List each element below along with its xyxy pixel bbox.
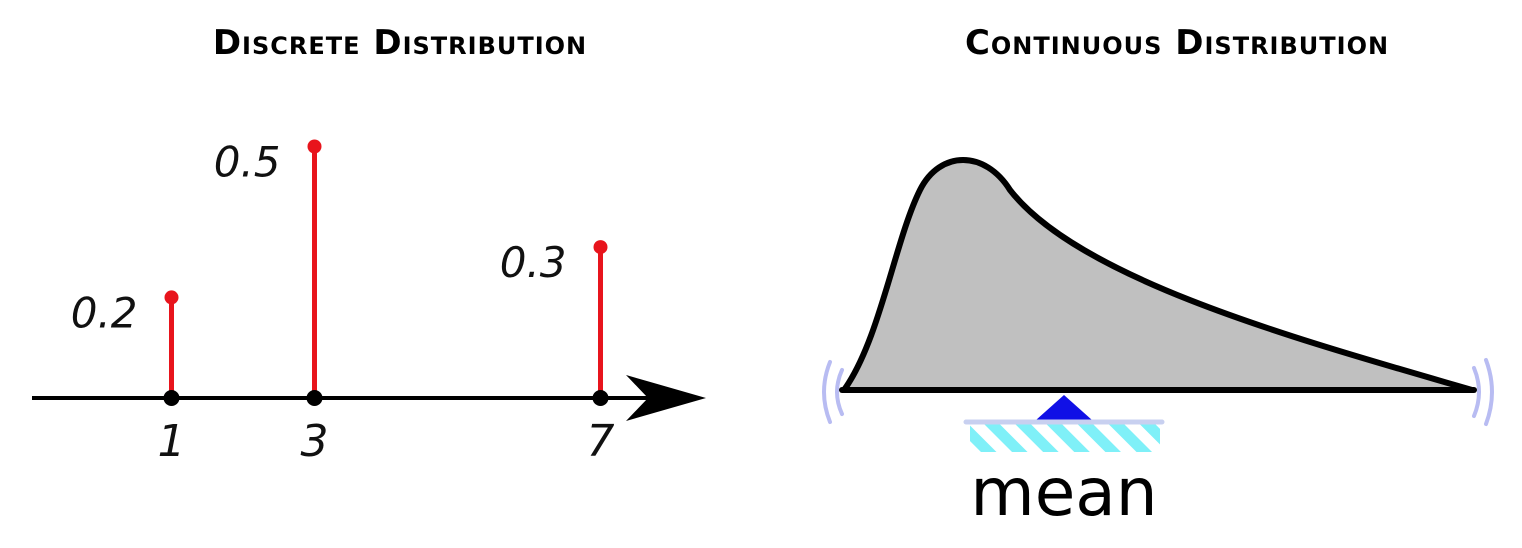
probability-label: 0.2 bbox=[71, 288, 138, 337]
fulcrum-triangle-icon bbox=[1036, 395, 1092, 420]
continuous-title: Continuous Distribution bbox=[965, 23, 1389, 63]
axis-arrow-icon bbox=[626, 375, 706, 421]
axis-point-dot bbox=[306, 390, 323, 406]
stem-tip-dot bbox=[307, 139, 322, 154]
discrete-panel: Discrete Distribution 0.2 1 0.5 3 0.3 7 bbox=[32, 23, 706, 467]
axis-point-dot bbox=[592, 390, 609, 406]
mean-label: mean bbox=[970, 454, 1157, 531]
x-tick-label: 3 bbox=[301, 416, 329, 467]
vibration-arcs-icon bbox=[822, 358, 1494, 426]
discrete-title: Discrete Distribution bbox=[213, 23, 587, 63]
x-tick-label: 1 bbox=[158, 416, 186, 467]
continuous-panel: Continuous Distribution mean bbox=[822, 23, 1494, 531]
axis-point-dot bbox=[163, 390, 180, 406]
probability-label: 0.3 bbox=[500, 238, 567, 287]
discrete-stems: 0.2 1 0.5 3 0.3 7 bbox=[71, 138, 615, 468]
hatched-ground-icon bbox=[963, 419, 1165, 452]
x-tick-label: 7 bbox=[587, 416, 615, 467]
stem-tip-dot bbox=[593, 240, 608, 255]
stem-tip-dot bbox=[164, 290, 179, 305]
density-curve bbox=[841, 157, 1475, 393]
probability-label: 0.5 bbox=[214, 138, 281, 187]
